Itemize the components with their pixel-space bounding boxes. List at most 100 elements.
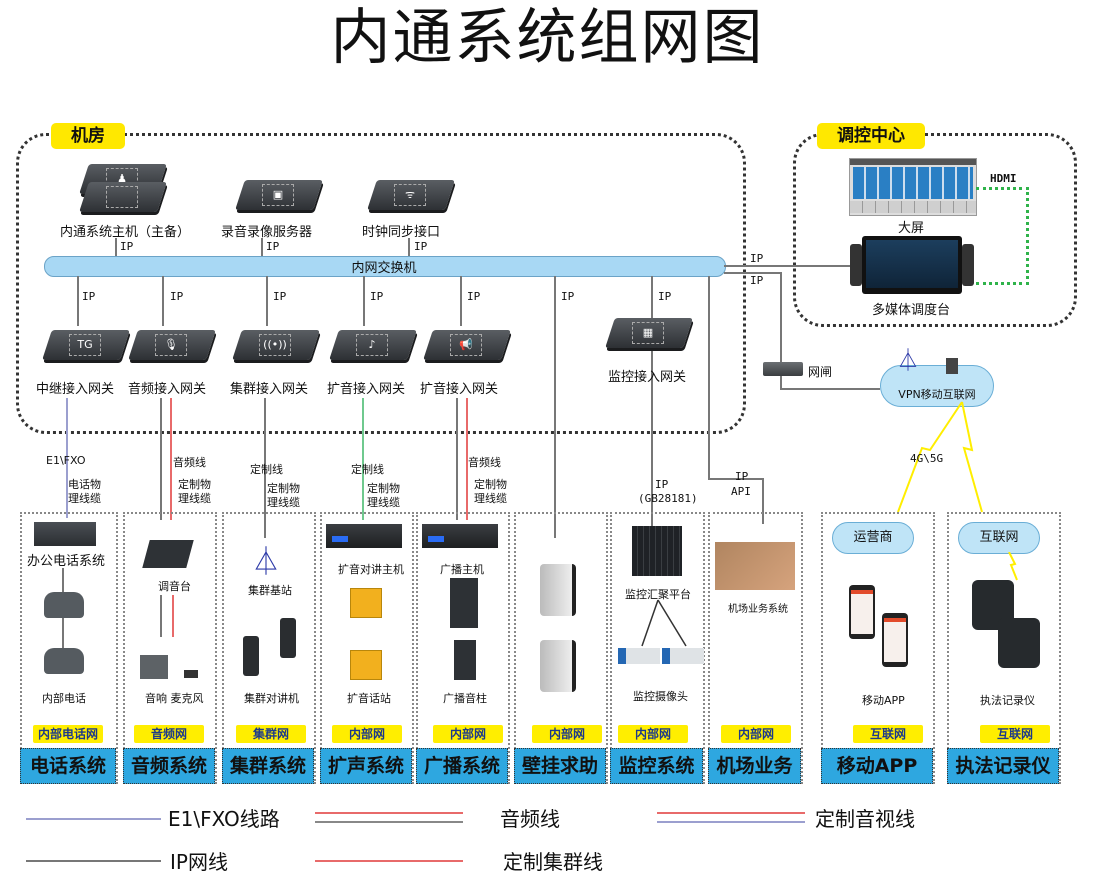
server-icon bbox=[946, 358, 958, 374]
microphone-icon: 🎙 bbox=[155, 334, 187, 356]
legend-line-av-blue bbox=[657, 821, 805, 823]
audio-gateway-device[interactable]: 🎙 bbox=[128, 330, 216, 360]
system-title-mobile-app[interactable]: 移动APP bbox=[821, 748, 933, 784]
recording-server-device[interactable]: ▣ bbox=[235, 180, 323, 210]
net-tag: 内部网 bbox=[618, 725, 688, 743]
system-title-wall-help[interactable]: 壁挂求助 bbox=[514, 748, 606, 784]
office-phone-system-device[interactable] bbox=[34, 522, 96, 546]
system-title-audio[interactable]: 音频系统 bbox=[123, 748, 215, 784]
dispatch-console-device[interactable] bbox=[850, 236, 974, 296]
system-title-broadcast[interactable]: 广播系统 bbox=[416, 748, 508, 784]
trunk-gateway-device[interactable]: TG bbox=[42, 330, 130, 360]
help-intercom-icon[interactable] bbox=[540, 564, 576, 616]
downlink-label: (GB28181) bbox=[638, 492, 698, 505]
legend-line-audio-red bbox=[315, 812, 463, 814]
operator-cloud[interactable]: 运营商 bbox=[832, 522, 914, 554]
monitor-gateway-device[interactable]: ▦ bbox=[605, 318, 693, 348]
walkie-talkie-icon[interactable] bbox=[280, 618, 296, 658]
base-station-label: 集群基站 bbox=[248, 584, 292, 597]
gatekeeper-device[interactable] bbox=[763, 362, 803, 376]
downlink-label: 理线缆 bbox=[68, 492, 101, 505]
speaker-icon[interactable] bbox=[140, 655, 168, 679]
clock-sync-device[interactable]: ᯤ bbox=[367, 180, 455, 210]
wireless-links bbox=[897, 401, 983, 513]
net-tag: 内部网 bbox=[721, 725, 791, 743]
dispatch-console-label: 多媒体调度台 bbox=[872, 303, 951, 318]
ip-link-label: IP bbox=[82, 290, 96, 303]
downlink-label: 理线缆 bbox=[474, 492, 507, 505]
system-title-trunk[interactable]: 集群系统 bbox=[222, 748, 314, 784]
gatekeeper-label: 网闸 bbox=[808, 365, 833, 379]
trunk-gateway-label: 中继接入网关 bbox=[36, 382, 115, 397]
megaphone-icon: 📢 bbox=[450, 334, 482, 356]
speaker-mic-label: 音响 麦克风 bbox=[145, 692, 204, 705]
downlink-label: 定制物 bbox=[267, 482, 300, 495]
body-camera-icon[interactable] bbox=[998, 618, 1040, 668]
downlink-label: 理线缆 bbox=[178, 492, 211, 505]
system-title-airport[interactable]: 机场业务 bbox=[708, 748, 801, 784]
smartphone-icon[interactable] bbox=[849, 585, 875, 639]
ip-link-label: IP bbox=[414, 240, 428, 253]
net-tag: 内部电话网 bbox=[33, 725, 103, 743]
antenna-icon: ᯤ bbox=[394, 184, 426, 206]
internet-cloud-label: 互联网 bbox=[979, 530, 1019, 545]
system-title-phone[interactable]: 电话系统 bbox=[20, 748, 116, 784]
help-intercom-icon[interactable] bbox=[540, 640, 576, 692]
column-speaker-icon[interactable] bbox=[454, 640, 476, 680]
net-tag: 音频网 bbox=[134, 725, 204, 743]
control-center-label: 调控中心 bbox=[817, 123, 925, 149]
smartphone-icon[interactable] bbox=[882, 613, 908, 667]
downlink-label: 音频线 bbox=[468, 456, 501, 469]
big-screen-device[interactable] bbox=[849, 158, 977, 216]
internet-cloud[interactable]: 互联网 bbox=[958, 522, 1040, 554]
ip-link-label: IP bbox=[658, 290, 672, 303]
legend-label-audio: 音频线 bbox=[500, 807, 560, 831]
machine-room-zone bbox=[16, 133, 746, 434]
trunk-cluster-gateway-device[interactable]: ((•)) bbox=[232, 330, 320, 360]
net-tag: 内部网 bbox=[332, 725, 402, 743]
vpn-cloud[interactable]: VPN移动互联网 bbox=[880, 365, 994, 407]
grid-icon: ▦ bbox=[632, 322, 664, 344]
pa-station-icon[interactable] bbox=[350, 650, 382, 680]
column-speaker-icon[interactable] bbox=[450, 578, 478, 628]
system-title-pa[interactable]: 扩声系统 bbox=[320, 748, 412, 784]
ip-link-label: IP bbox=[120, 240, 134, 253]
net-tag: 内部网 bbox=[532, 725, 602, 743]
diagram-title: 内通系统组网图 bbox=[330, 3, 765, 73]
walkie-talkie-icon[interactable] bbox=[243, 636, 259, 676]
phone-icon[interactable] bbox=[44, 648, 84, 674]
recorder-icon: ▣ bbox=[262, 184, 294, 206]
pa-gateway-2-label: 扩音接入网关 bbox=[420, 382, 499, 397]
downlink-label: 定制物 bbox=[474, 478, 507, 491]
legend-label-ip: IP网线 bbox=[170, 850, 228, 874]
mixer-device[interactable] bbox=[142, 540, 194, 568]
big-screen-label: 大屏 bbox=[898, 221, 925, 236]
pa-station-label: 扩音话站 bbox=[347, 692, 391, 705]
camera-icon[interactable] bbox=[618, 648, 660, 664]
vpn-cloud-label: VPN移动互联网 bbox=[898, 388, 976, 401]
ip-link-label: IP bbox=[266, 240, 280, 253]
pa-gateway-device[interactable]: ♪ bbox=[329, 330, 417, 360]
pa-gateway-2-device[interactable]: 📢 bbox=[423, 330, 511, 360]
legend-line-cluster bbox=[315, 860, 463, 862]
system-title-recorder[interactable]: 执法记录仪 bbox=[947, 748, 1059, 784]
camera-icon[interactable] bbox=[662, 648, 704, 664]
intercom-host-device[interactable]: ♟ bbox=[79, 164, 167, 212]
broadcast-host-device[interactable] bbox=[422, 524, 498, 548]
system-title-monitor[interactable]: 监控系统 bbox=[610, 748, 703, 784]
airport-system-screen[interactable] bbox=[715, 542, 795, 590]
phone-icon[interactable] bbox=[44, 592, 84, 618]
microphone-icon[interactable] bbox=[184, 670, 198, 678]
pa-host-label: 扩音对讲主机 bbox=[338, 563, 404, 576]
downlink-label: IP bbox=[655, 478, 669, 491]
ip-link-label: IP bbox=[370, 290, 384, 303]
tg-icon: TG bbox=[69, 334, 101, 356]
legend-label-av: 定制音视线 bbox=[815, 807, 915, 831]
pa-host-device[interactable] bbox=[326, 524, 402, 548]
legend-line-audio-gray bbox=[315, 821, 463, 823]
base-station-icon[interactable]: ⏃ bbox=[252, 545, 281, 578]
antenna-icon: ((•)) bbox=[259, 334, 291, 356]
pa-station-icon[interactable] bbox=[350, 588, 382, 618]
monitor-platform-device[interactable] bbox=[632, 526, 682, 576]
legend-label-e1fxo: E1\FXO线路 bbox=[168, 807, 280, 831]
